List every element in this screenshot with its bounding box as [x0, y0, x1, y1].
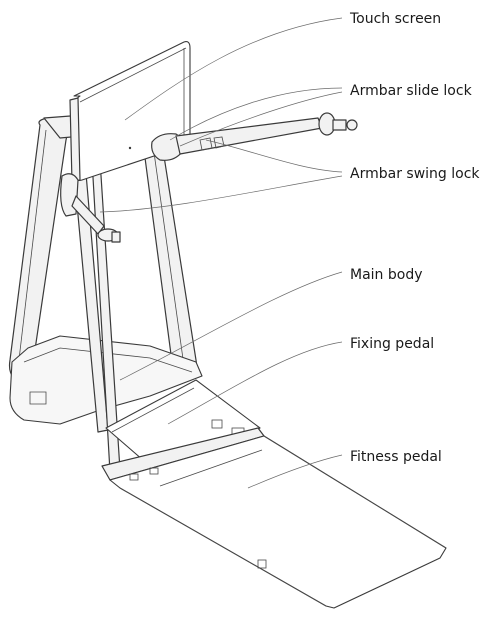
touch-screen-illustration — [69, 41, 191, 183]
label-armbar-slide-lock: Armbar slide lock — [350, 83, 473, 99]
label-touch-screen: Touch screen — [349, 11, 441, 27]
label-main-body: Main body — [350, 267, 423, 283]
label-fixing-pedal: Fixing pedal — [350, 336, 434, 352]
armbar-illustration — [60, 112, 358, 243]
label-fitness-pedal: Fitness pedal — [350, 449, 442, 465]
fitness-pedal-illustration — [101, 427, 447, 609]
leader-lines — [99, 17, 343, 489]
label-armbar-swing-lock: Armbar swing lock — [350, 166, 480, 182]
